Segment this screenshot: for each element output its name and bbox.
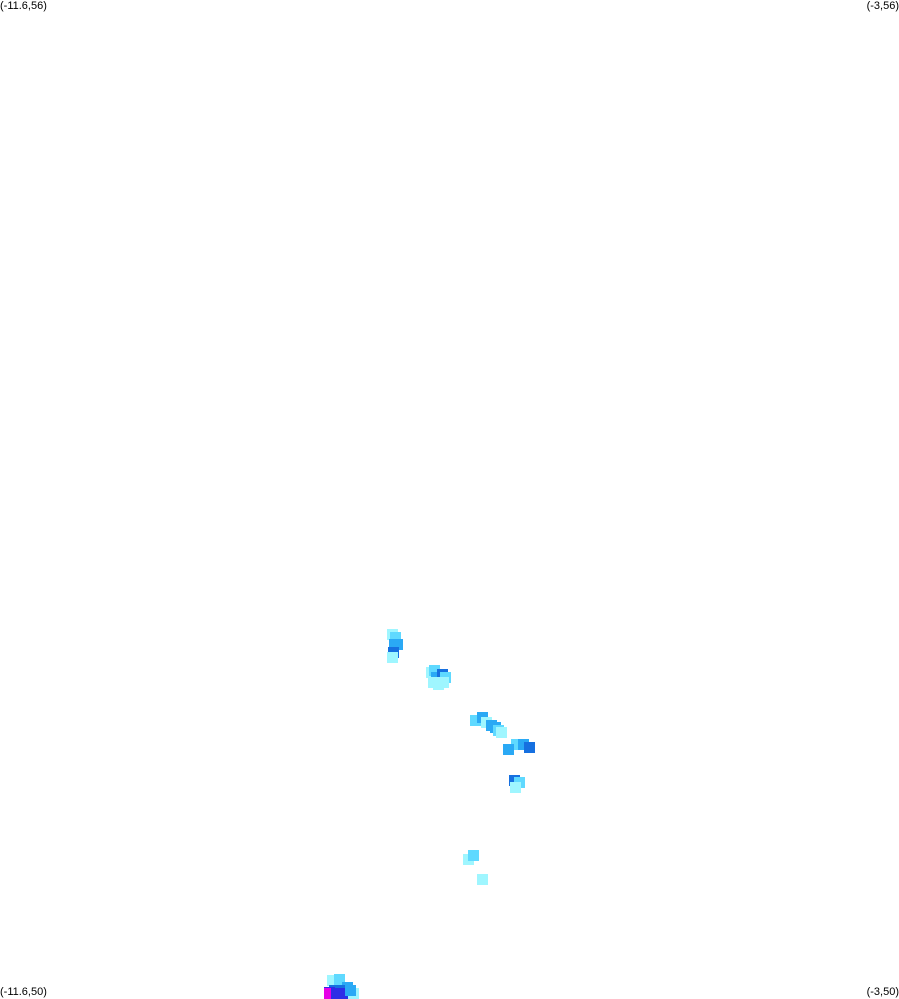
radar-cell-moderate (392, 639, 403, 650)
corner-label-bottom-right: (-3,50) (866, 986, 899, 998)
radar-cell-very_light (510, 782, 521, 793)
radar-cell-moderate (518, 739, 529, 750)
corner-label-bottom-left: (-11.6,50) (0, 986, 47, 998)
radar-cell-light (511, 739, 522, 750)
radar-cell-very_light (438, 677, 449, 688)
radar-cell-very_light (387, 652, 398, 663)
radar-cell-light (390, 632, 401, 643)
radar-cell-moderate (503, 744, 514, 755)
radar-cell-light (429, 665, 440, 676)
radar-cell-light (470, 715, 481, 726)
radar-cell-very_light (327, 975, 338, 986)
radar-cell-very_light (496, 727, 507, 738)
corner-label-top-left: (-11.6,56) (0, 0, 47, 12)
radar-cell-heavy (524, 742, 535, 753)
radar-cell-light (334, 974, 345, 985)
radar-cell-light (468, 850, 479, 861)
radar-cell-extreme (324, 988, 335, 999)
radar-cell-moderate (345, 985, 356, 996)
radar-cell-very_heavy (331, 988, 342, 999)
radar-cell-very_heavy (339, 988, 350, 999)
corner-label-top-right: (-3,56) (866, 0, 899, 12)
radar-cell-very_light (477, 874, 488, 885)
